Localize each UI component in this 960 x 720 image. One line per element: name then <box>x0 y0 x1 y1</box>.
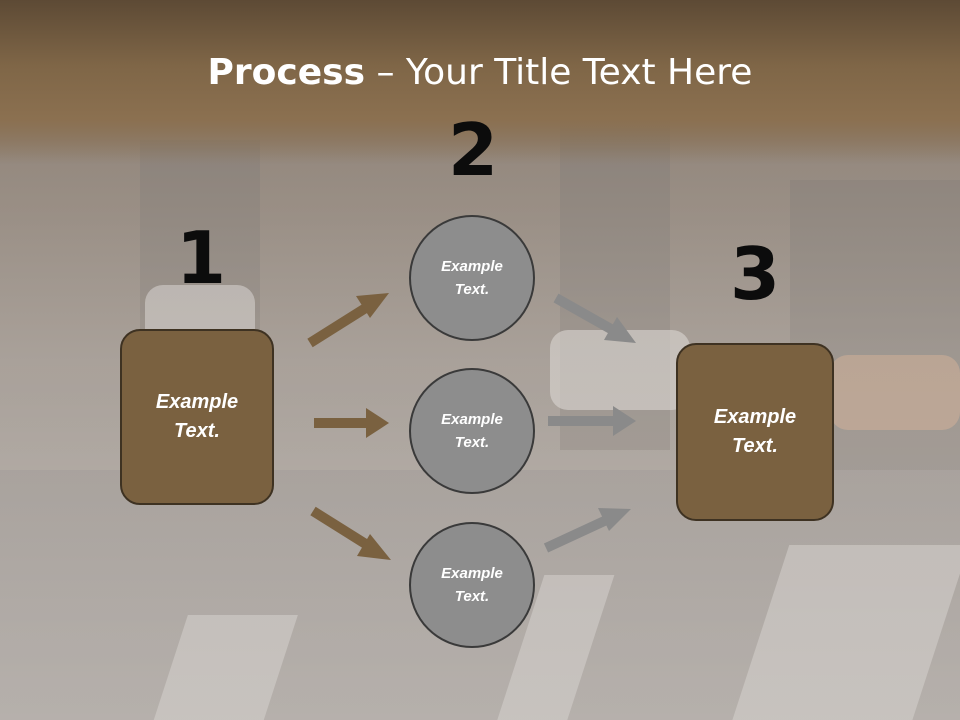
step-1-text-line2: Text. <box>174 420 220 442</box>
arrow-left-mid <box>314 408 389 438</box>
arrow-right-mid <box>548 406 636 436</box>
step-number-3: 3 <box>730 232 781 316</box>
arrow-left-up <box>307 293 389 348</box>
circle-middle-line2: Text. <box>454 434 490 451</box>
step-number-1: 1 <box>176 216 227 300</box>
step-3-box: Example Text. <box>676 343 834 521</box>
slide-title: Process – Your Title Text Here <box>0 52 960 93</box>
step-2-circle-middle: Example Text. <box>409 368 535 494</box>
arrow-left-down <box>310 506 391 560</box>
arrow-right-down <box>553 293 636 343</box>
circle-middle-line1: Example <box>441 411 503 428</box>
circle-bottom-line1: Example <box>441 565 503 582</box>
step-number-2: 2 <box>448 108 499 192</box>
step-1-box: Example Text. <box>120 329 274 505</box>
title-band <box>0 0 960 165</box>
circle-top-line1: Example <box>441 258 503 275</box>
circle-bottom-line2: Text. <box>454 588 490 605</box>
step-3-text-line1: Example <box>713 406 797 428</box>
title-bold: Process <box>207 52 366 93</box>
step-3-text-line2: Text. <box>732 435 778 457</box>
arrow-right-up <box>543 508 631 553</box>
step-2-circle-top: Example Text. <box>409 215 535 341</box>
title-rest: – Your Title Text Here <box>365 52 753 93</box>
step-1-text-line1: Example <box>155 391 239 413</box>
step-2-circle-bottom: Example Text. <box>409 522 535 648</box>
circle-top-line2: Text. <box>454 281 490 298</box>
